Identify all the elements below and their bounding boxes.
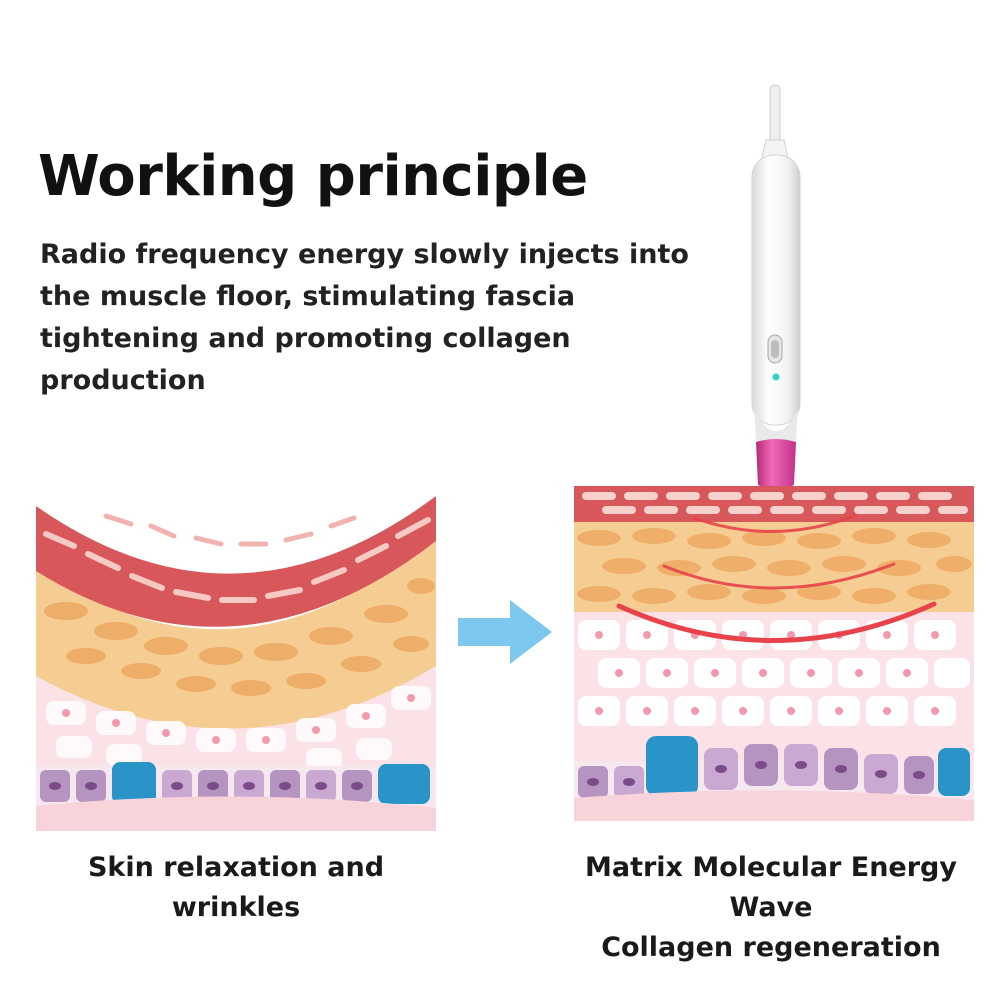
page-title: Working principle [38,144,588,209]
caption-regeneration: Matrix Molecular Energy Wave Collagen re… [556,848,986,968]
rf-pen-device-icon [730,80,820,500]
indicator-light [772,373,780,381]
arrow-right-icon [458,600,552,664]
description-text: Radio frequency energy slowly injects in… [40,239,689,396]
caption-relaxed-skin: Skin relaxation and wrinkles [87,852,385,923]
caption-regeneration-line1: Matrix Molecular Energy Wave [584,852,957,923]
relaxed-skin-illustration [36,496,436,831]
regenerated-skin-illustration [574,486,974,821]
energy-waves [616,514,937,643]
caption-regeneration-line2: Collagen regeneration [601,932,941,963]
